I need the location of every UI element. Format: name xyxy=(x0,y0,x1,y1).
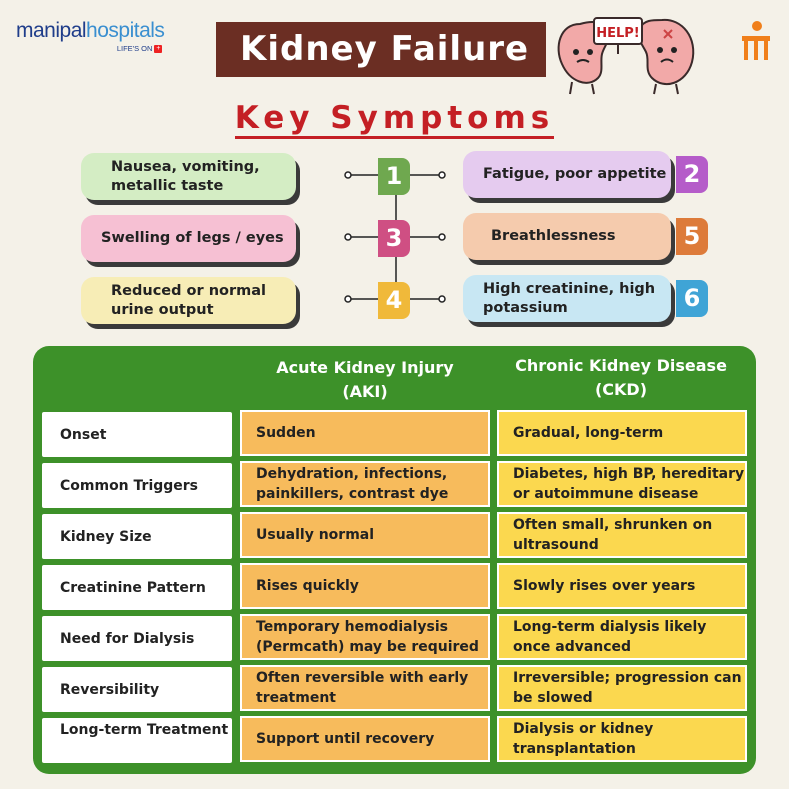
row-label-onset: Onset xyxy=(42,412,232,457)
logo-name-part1: manipal xyxy=(16,19,87,42)
row-label-common-triggers: Common Triggers xyxy=(42,463,232,508)
manipal-emblem-icon xyxy=(742,21,770,60)
cell-aki-common-triggers: Dehydration, infections, painkillers, co… xyxy=(240,461,490,507)
logo-tagline: LIFE'S ON+ xyxy=(16,44,164,54)
cell-ckd-kidney-size: Often small, shrunken on ultrasound xyxy=(497,512,747,558)
cell-aki-need-for-dialysis: Temporary hemodialysis (Permcath) may be… xyxy=(240,614,490,660)
logo-name-part2: hospitals xyxy=(86,19,165,42)
row-label-creatinine-pattern: Creatinine Pattern xyxy=(42,565,232,610)
symptom-6-text: High creatinine, high potassium xyxy=(463,275,671,322)
key-symptoms-heading: Key Symptoms xyxy=(0,100,789,139)
column-header-ckd: Chronic Kidney Disease (CKD) xyxy=(515,356,727,399)
symptom-2-number: 2 xyxy=(676,156,708,193)
cell-ckd-reversibility: Irreversible; progression can be slowed xyxy=(497,665,747,711)
cell-ckd-creatinine-pattern: Slowly rises over years xyxy=(497,563,747,609)
row-label-long-term-treatment: Long-term Treatment xyxy=(42,718,232,763)
symptom-3-text: Swelling of legs / eyes xyxy=(81,215,296,262)
cell-aki-kidney-size: Usually normal xyxy=(240,512,490,558)
kidneys-help-icon: HELP! xyxy=(557,17,695,95)
column-header-aki: Acute Kidney Injury (AKI) xyxy=(276,358,454,401)
row-label-reversibility: Reversibility xyxy=(42,667,232,712)
manipal-logo: manipalhospitals LIFE'S ON+ xyxy=(16,19,165,54)
symptom-1-text: Nausea, vomiting, metallic taste xyxy=(81,153,296,200)
symptom-1-number: 1 xyxy=(378,158,410,195)
symptom-2-text: Fatigue, poor appetite xyxy=(463,151,671,198)
logo-wordmark: manipalhospitals xyxy=(16,19,165,42)
help-sign-text: HELP! xyxy=(596,26,640,41)
row-label-need-for-dialysis: Need for Dialysis xyxy=(42,616,232,661)
cell-aki-reversibility: Often reversible with early treatment xyxy=(240,665,490,711)
cell-ckd-need-for-dialysis: Long-term dialysis likely once advanced xyxy=(497,614,747,660)
symptom-4-number: 4 xyxy=(378,282,410,319)
logo-plus-icon: + xyxy=(154,45,163,54)
symptom-5-number: 5 xyxy=(676,218,708,255)
cell-aki-onset: Sudden xyxy=(240,410,490,456)
symptom-3-number: 3 xyxy=(378,220,410,257)
cell-ckd-common-triggers: Diabetes, high BP, hereditary or autoimm… xyxy=(497,461,747,507)
row-label-kidney-size: Kidney Size xyxy=(42,514,232,559)
cell-aki-long-term-treatment: Support until recovery xyxy=(240,716,490,762)
cell-ckd-onset: Gradual, long-term xyxy=(497,410,747,456)
page-title: Kidney Failure xyxy=(216,22,546,77)
key-symptoms-heading-text: Key Symptoms xyxy=(234,100,555,139)
symptom-6-number: 6 xyxy=(676,280,708,317)
cell-ckd-long-term-treatment: Dialysis or kidney transplantation xyxy=(497,716,747,762)
symptom-4-text: Reduced or normal urine output xyxy=(81,277,296,324)
logo-tagline-text: LIFE'S ON xyxy=(116,44,153,53)
symptom-5-text: Breathlessness xyxy=(463,213,671,260)
cell-aki-creatinine-pattern: Rises quickly xyxy=(240,563,490,609)
